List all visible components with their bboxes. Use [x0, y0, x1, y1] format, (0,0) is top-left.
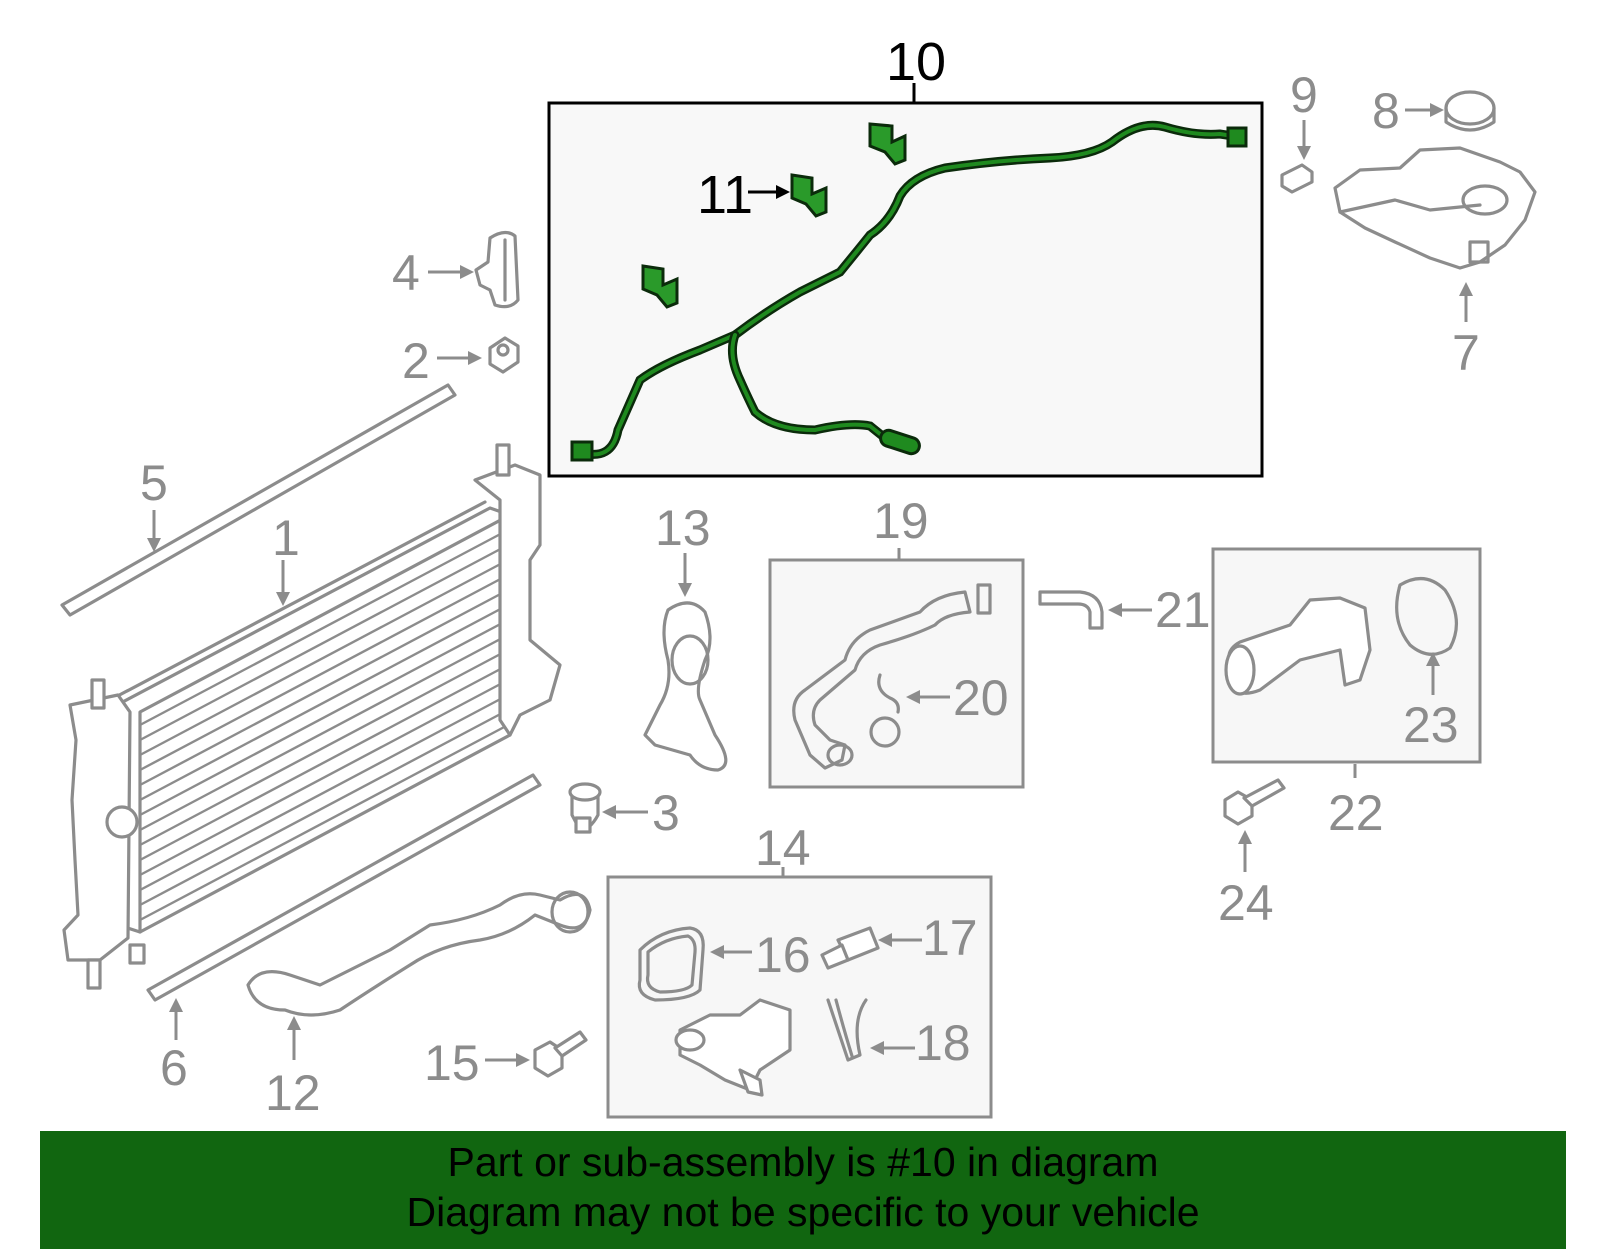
part-8-cap[interactable]	[1444, 90, 1496, 132]
part-18-clip[interactable]	[826, 998, 868, 1062]
label-5: 5	[140, 455, 168, 511]
part-10-assembly[interactable]	[547, 101, 1264, 478]
label-10: 10	[886, 32, 946, 92]
info-banner: Part or sub-assembly is #10 in diagram D…	[40, 1131, 1566, 1249]
label-19: 19	[873, 493, 929, 549]
label-24: 24	[1218, 875, 1274, 931]
part-21-hose[interactable]	[1038, 590, 1104, 630]
label-17: 17	[922, 910, 978, 966]
part-6-seal[interactable]	[146, 773, 542, 1002]
label-16: 16	[755, 927, 811, 983]
part-14-group[interactable]	[606, 875, 993, 1119]
part-17-sensor[interactable]	[820, 926, 880, 970]
part-15-bolt[interactable]	[533, 1030, 588, 1078]
label-11: 11	[697, 165, 753, 225]
part-2-nut[interactable]	[488, 336, 520, 374]
label-7: 7	[1452, 325, 1480, 381]
label-12: 12	[265, 1065, 321, 1121]
part-9-pad[interactable]	[1280, 163, 1314, 194]
part-22-thermostat[interactable]	[1224, 596, 1372, 696]
part-20-clamp[interactable]	[869, 673, 901, 748]
part-24-bolt[interactable]	[1223, 778, 1286, 826]
part-1-radiator[interactable]	[62, 443, 562, 990]
part-16-gasket[interactable]	[637, 926, 705, 1002]
label-14: 14	[755, 820, 811, 876]
part-23-seal[interactable]	[1395, 577, 1459, 656]
part-11-clip[interactable]	[641, 122, 907, 309]
part-12-hose[interactable]	[246, 890, 592, 1017]
label-3: 3	[652, 785, 680, 841]
label-9: 9	[1290, 67, 1318, 123]
banner-line-2: Diagram may not be specific to your vehi…	[406, 1189, 1200, 1235]
part-22-group[interactable]	[1211, 547, 1482, 764]
label-21: 21	[1155, 582, 1211, 638]
label-2: 2	[402, 333, 430, 389]
label-20: 20	[953, 670, 1009, 726]
part-5-seal[interactable]	[60, 383, 457, 617]
part-4-bracket[interactable]	[474, 230, 520, 309]
label-13: 13	[655, 500, 711, 556]
label-1: 1	[272, 510, 300, 566]
label-4: 4	[392, 245, 420, 301]
part-7-reservoir[interactable]	[1333, 146, 1537, 270]
banner-line-1: Part or sub-assembly is #10 in diagram	[447, 1139, 1159, 1185]
label-22: 22	[1328, 785, 1384, 841]
part-3-cap[interactable]	[568, 782, 602, 834]
label-15: 15	[424, 1035, 480, 1091]
part-14-housing[interactable]	[674, 998, 792, 1097]
part-19-group[interactable]	[768, 558, 1025, 789]
label-18: 18	[915, 1015, 971, 1071]
part-13-hose[interactable]	[643, 601, 728, 772]
label-6: 6	[160, 1040, 188, 1096]
label-23: 23	[1403, 697, 1459, 753]
label-8: 8	[1372, 83, 1400, 139]
